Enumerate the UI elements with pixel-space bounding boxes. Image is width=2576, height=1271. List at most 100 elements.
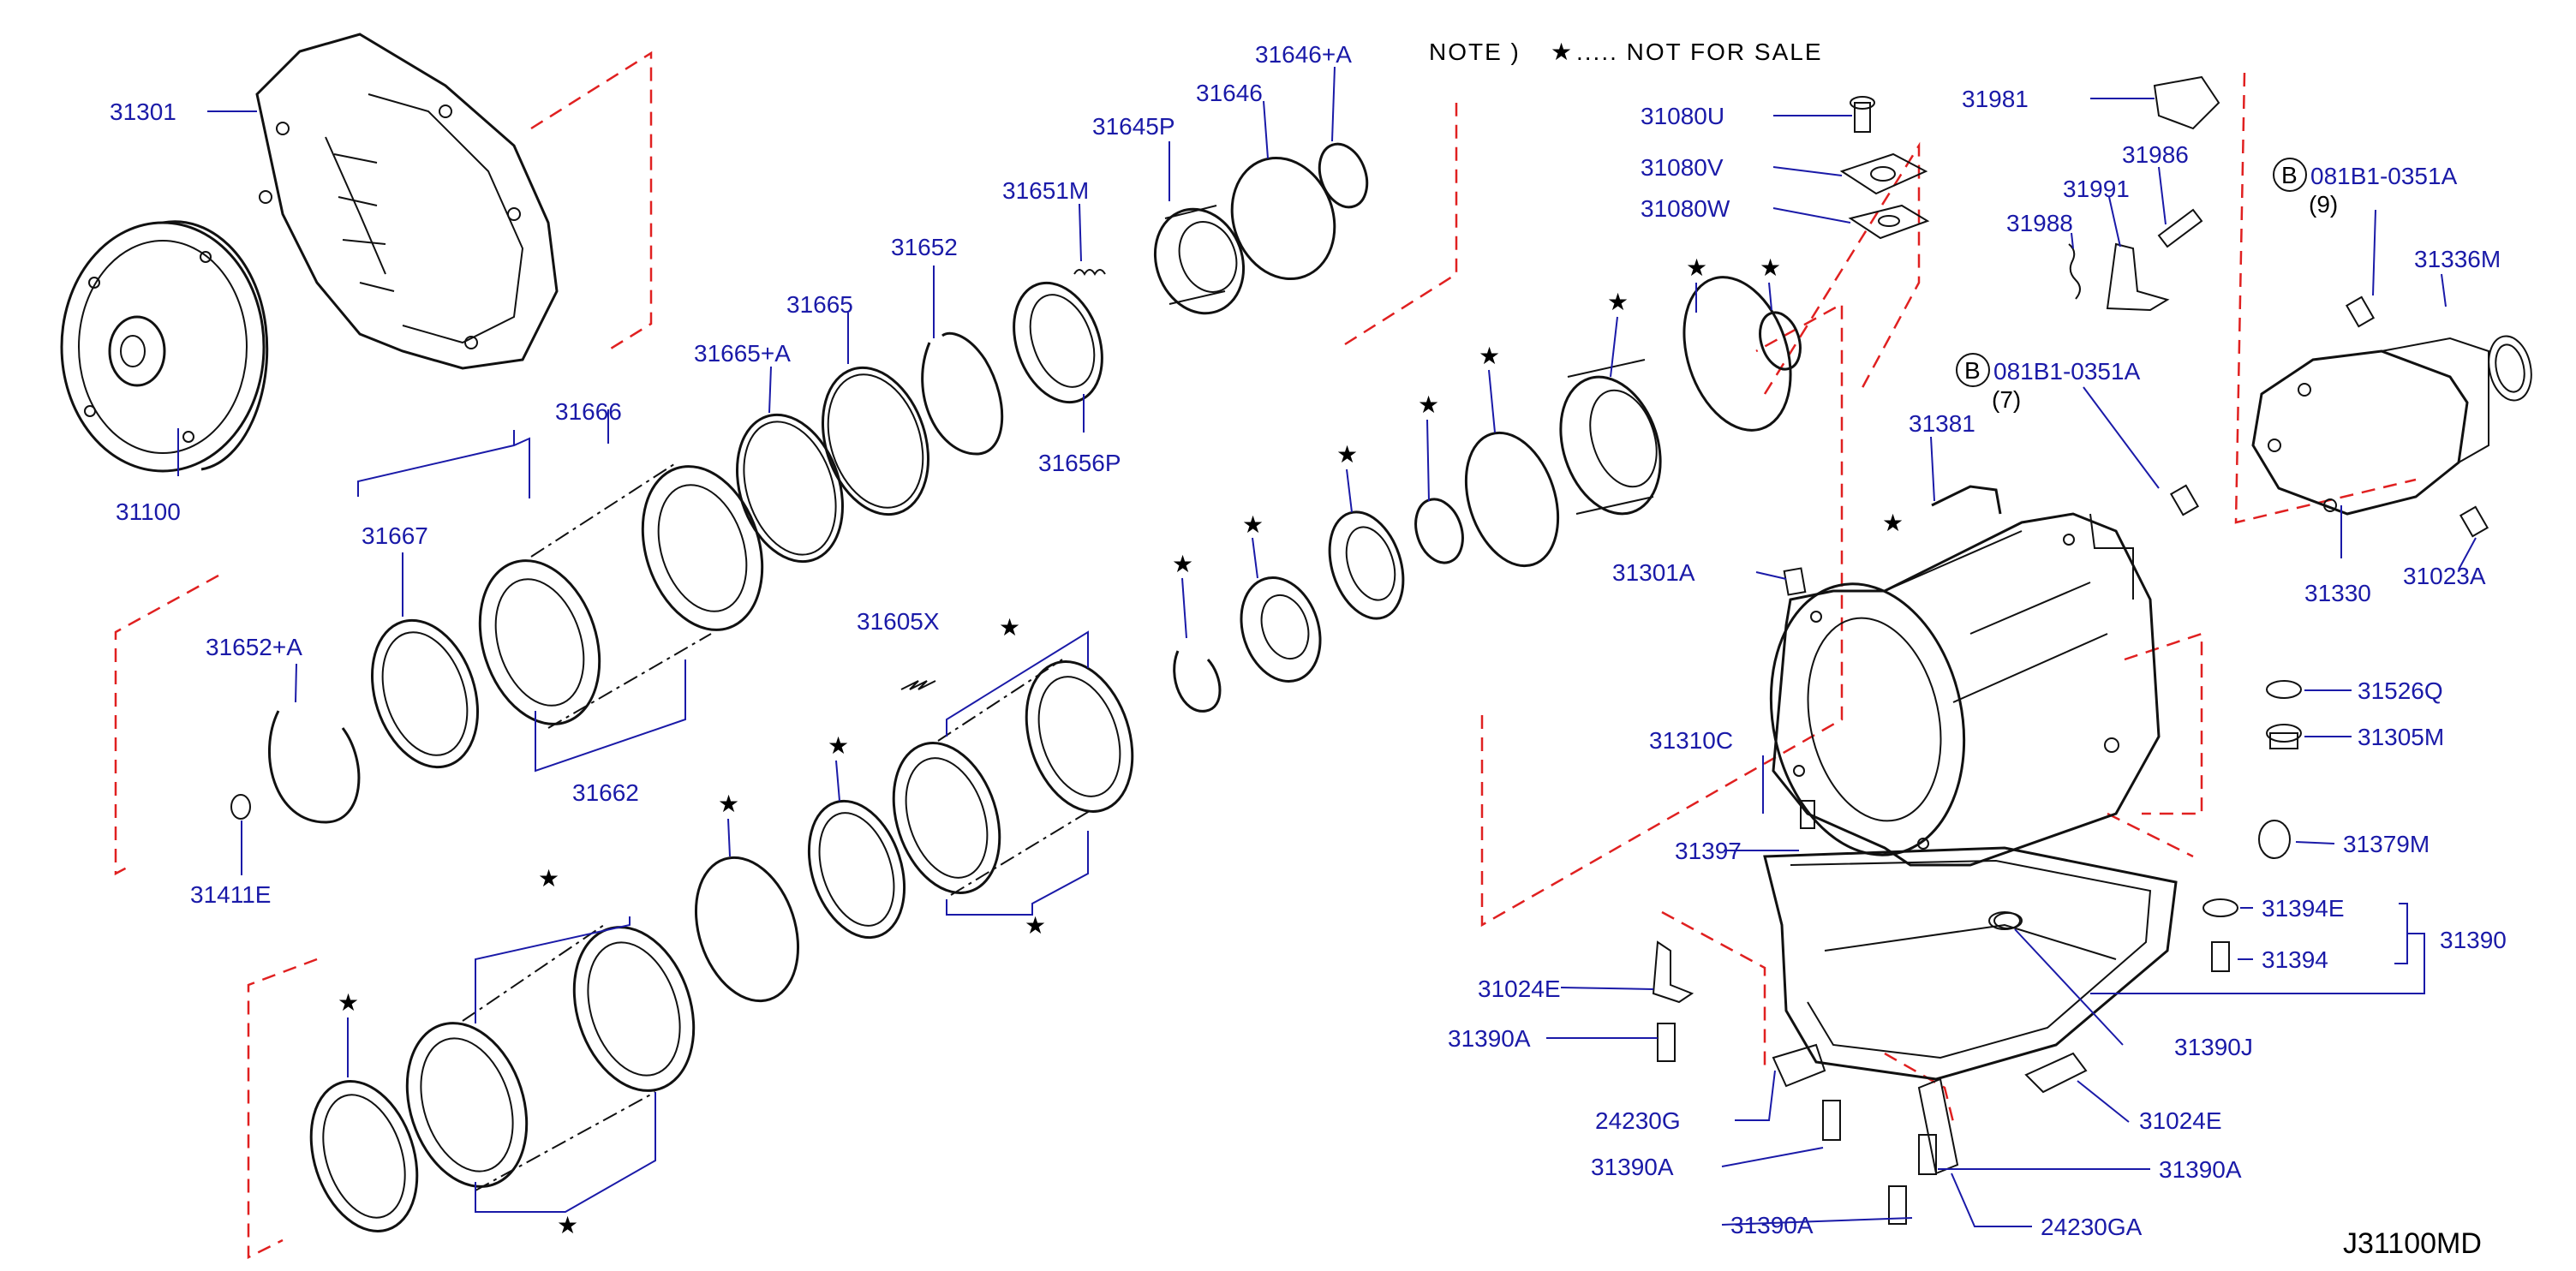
ring-star-mid-icon (694, 856, 800, 1003)
washer-31394E-icon (2202, 898, 2238, 917)
star-marker: ★ (999, 614, 1020, 641)
label-31024E-right: 31024E (2139, 1107, 2222, 1134)
converter-housing-icon (255, 33, 559, 370)
label-31646A: 31646+A (1255, 41, 1352, 68)
plug-31394-icon (2211, 941, 2230, 972)
label-31662: 31662 (572, 779, 639, 806)
spring-31988-icon (2068, 243, 2081, 300)
plate-star-mid-icon (807, 799, 906, 940)
leaders-middle (347, 282, 1772, 1213)
label-31652A: 31652+A (206, 634, 302, 660)
bolt-31023A-icon (2459, 505, 2489, 538)
label-31656P: 31656P (1038, 450, 1121, 476)
clutch-pack-star-low-icon (405, 924, 696, 1191)
label-31379M: 31379M (2343, 831, 2430, 857)
clutch-plate-31667-icon (370, 618, 480, 769)
label-31981: 31981 (1962, 86, 2029, 112)
snap-ring-star-icon (1173, 650, 1222, 713)
assembly-cutlines (114, 51, 2417, 1260)
bolt-081B1-9-icon (2345, 295, 2376, 328)
label-qty-7: (7) (1992, 386, 2021, 413)
seal-ring-star-icon (1414, 498, 1464, 564)
seal-ring-31646-icon (1230, 156, 1336, 281)
retainer-31656P-icon (1013, 281, 1103, 404)
star-marker: ★ (1172, 551, 1193, 577)
drum-assembly-star-icon (1559, 359, 1662, 516)
circle-b-marker-7: B (1956, 353, 1990, 387)
label-31394: 31394 (2262, 946, 2328, 973)
bracket-31981-icon (2153, 75, 2220, 130)
piston-31645P-icon (1153, 205, 1246, 315)
label-31301: 31301 (110, 98, 176, 125)
svg-text:B: B (1964, 357, 1981, 384)
pin-31310C-icon (1800, 800, 1815, 829)
label-31646: 31646 (1196, 80, 1263, 106)
label-31645P: 31645P (1092, 113, 1175, 140)
bolt-31080U-icon (1850, 96, 1875, 133)
planetary-gear-star-icon (1240, 576, 1322, 683)
label-31991: 31991 (2063, 176, 2130, 202)
spring-31605X-icon (900, 680, 936, 690)
drain-plug-31390J-icon (1993, 912, 2023, 929)
label-31080V: 31080V (1641, 154, 1724, 181)
svg-text:B: B (2281, 162, 2298, 188)
lever-31991-icon (2106, 242, 2170, 312)
torque-converter-icon (60, 220, 269, 473)
not-for-sale-star-markers: ★ ★ ★ ★ ★ ★ ★ ★ ★ ★ ★ ★ ★ ★ ★ ★ (338, 254, 1904, 1238)
leaders-right (1546, 98, 2477, 1227)
label-31023A: 31023A (2403, 563, 2486, 589)
star-marker: ★ (718, 791, 739, 817)
bolt-31390A-1-icon (1657, 1023, 1676, 1062)
label-31651M: 31651M (1002, 177, 1089, 204)
bolt-31390A-2-icon (1822, 1100, 1841, 1141)
bolt-31301A-icon (1783, 567, 1807, 596)
label-31390: 31390 (2440, 927, 2507, 953)
label-31080W: 31080W (1641, 195, 1730, 222)
star-marker: ★ (1025, 912, 1046, 939)
note-star: ★ (1551, 39, 1574, 65)
bolt-081B1-7-icon (2169, 484, 2200, 516)
star-marker: ★ (1242, 511, 1264, 538)
plug-31305M-icon (2266, 724, 2302, 749)
star-marker: ★ (1760, 254, 1781, 281)
oil-pan-icon (1763, 846, 2178, 1081)
bolt-31390A-4-icon (1888, 1185, 1907, 1225)
leaders-upper (177, 66, 1336, 875)
label-31080U: 31080U (1641, 103, 1724, 129)
label-31411E: 31411E (190, 881, 271, 908)
label-31024E-left: 31024E (1478, 976, 1561, 1002)
star-marker: ★ (1418, 391, 1439, 418)
plug-31379M-icon (2258, 820, 2291, 859)
snap-ring-31652-icon (921, 331, 1004, 456)
clutch-plate-31665-icon (821, 366, 930, 516)
bracket-31024E-left-icon (1652, 940, 1694, 1004)
label-31301A: 31301A (1612, 559, 1695, 586)
label-31986: 31986 (2122, 141, 2189, 168)
part-labels: 31301 31100 31646+A 31646 31645P 31651M … (110, 41, 2507, 1240)
clutch-pack-31666-icon (478, 462, 764, 729)
clutch-pack-star-mid-icon (892, 659, 1134, 896)
seal-small-star-icon (1759, 311, 1802, 371)
circle-b-marker-9: B (2273, 158, 2307, 192)
label-31381: 31381 (1909, 410, 1975, 437)
seal-ring-31646A-icon (1318, 142, 1369, 209)
label-31652: 31652 (891, 234, 958, 260)
label-081B1-9: 081B1-0351A (2310, 163, 2458, 189)
star-marker: ★ (557, 1212, 578, 1238)
label-31665A: 31665+A (694, 340, 791, 367)
spring-31651M-icon (1073, 269, 1106, 276)
label-31394E: 31394E (2262, 895, 2345, 922)
label-qty-9: (9) (2309, 191, 2338, 218)
seal-mid-star-icon (1464, 431, 1560, 568)
plate-31080W-icon (1848, 204, 1930, 240)
star-marker: ★ (1882, 510, 1904, 536)
label-31666: 31666 (555, 398, 622, 425)
tube-31381-icon (1931, 485, 2002, 515)
label-31310C: 31310C (1649, 727, 1733, 754)
label-31390A-4: 31390A (1730, 1212, 1814, 1238)
star-marker: ★ (1336, 441, 1358, 468)
label-081B1-7: 081B1-0351A (1993, 358, 2141, 385)
bracket-31024E-right-icon (2024, 1052, 2088, 1094)
label-24230GA: 24230GA (2041, 1214, 2143, 1240)
